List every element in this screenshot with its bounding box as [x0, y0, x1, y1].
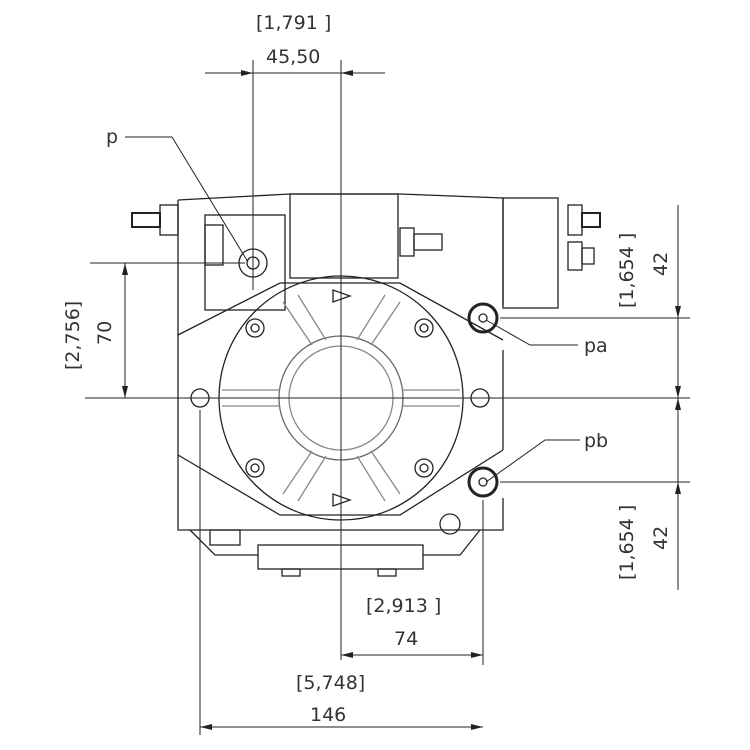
dim-right-lower-inch: [1,654 ]	[616, 504, 638, 580]
right-cover	[502, 197, 559, 309]
ribs	[222, 294, 460, 502]
dim-top-inch: [1,791 ]	[256, 12, 332, 34]
leader-pa	[485, 319, 578, 346]
dim-right-upper-mm: 42	[650, 251, 672, 276]
dim-left-inch: [2,756]	[62, 300, 84, 370]
housing-upper-diamond	[177, 282, 504, 341]
port-pa-circle	[467, 302, 499, 334]
label-port-pa: pa	[584, 335, 608, 357]
dim-right-lower-mm: 42	[650, 525, 672, 550]
port-pb-circle	[467, 466, 499, 498]
top-block	[289, 193, 399, 279]
dim-bottom-full-mm: 146	[310, 704, 347, 726]
label-port-pb: pb	[584, 430, 609, 452]
dim-bottom-half-inch: [2,913 ]	[366, 595, 442, 617]
dim-bottom-full-inch: [5,748]	[296, 672, 366, 694]
leader-pb	[485, 439, 580, 483]
dim-top-mm: 45,50	[266, 46, 321, 68]
housing-lower-diamond	[177, 449, 504, 516]
leader-p	[125, 136, 249, 263]
label-port-p: p	[106, 126, 119, 148]
dim-bottom-half-mm: 74	[394, 628, 419, 650]
dim-right-upper-inch: [1,654 ]	[616, 232, 638, 308]
dim-left-mm: 70	[94, 320, 116, 345]
